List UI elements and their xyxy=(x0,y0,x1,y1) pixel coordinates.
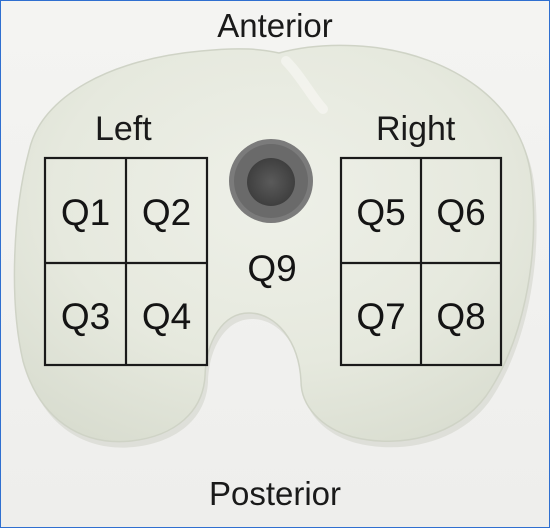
posterior-label: Posterior xyxy=(208,475,342,512)
left-grid xyxy=(43,156,209,367)
quadrant-label-q9: Q9 xyxy=(247,248,297,289)
quadrant-label-q6: Q6 xyxy=(436,192,486,233)
quadrant-label-q1: Q1 xyxy=(60,192,111,233)
quadrant-label-q2: Q2 xyxy=(141,192,192,233)
right-label: Right xyxy=(376,110,456,148)
quadrant-label-q3: Q3 xyxy=(60,296,111,337)
post-hole-inner xyxy=(247,158,295,206)
right-grid xyxy=(339,156,503,367)
left-label: Left xyxy=(95,110,152,148)
quadrant-label-q7: Q7 xyxy=(356,296,406,337)
quadrant-label-q8: Q8 xyxy=(436,296,486,337)
insert-body xyxy=(13,44,535,443)
insert-ridge-highlight xyxy=(281,56,328,114)
quadrant-label-q5: Q5 xyxy=(356,192,406,233)
anterior-label: Anterior xyxy=(217,7,333,44)
quadrant-label-q4: Q4 xyxy=(141,296,192,337)
